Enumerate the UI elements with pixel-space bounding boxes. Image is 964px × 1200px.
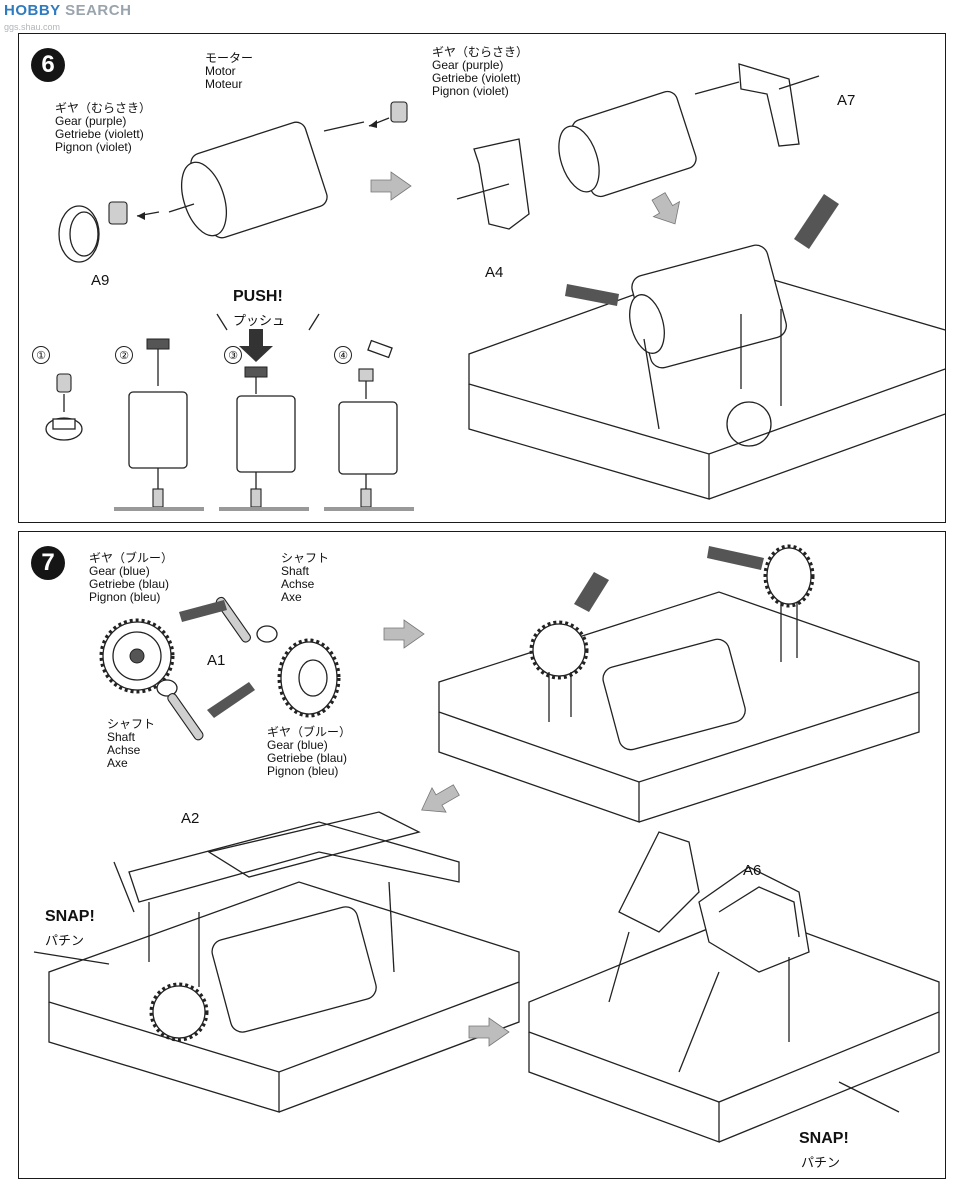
substep-3-number: ③ <box>224 346 242 364</box>
press-arrows-icon <box>179 600 255 718</box>
gear-purple-right-icon <box>368 101 408 128</box>
gear-blue-bottom-icon <box>277 638 341 718</box>
gear-blue-top-label-en: Gear (blue) <box>89 564 150 578</box>
step-6-panel: 6 モーター Motor Moteur ギヤ（むらさき） Gear (purpl… <box>18 33 946 523</box>
shaft-top-label-jp: シャフト <box>281 551 330 565</box>
gear-blue-top-label: ギヤ（ブルー） Gear (blue) Getriebe (blau) Pign… <box>89 552 173 604</box>
step-7-flow-arrow-down-icon <box>421 784 460 813</box>
step-6-badge: 6 <box>31 48 65 82</box>
chassis-with-cover-a6-icon <box>528 831 940 1143</box>
substep-1-number: ① <box>32 346 50 364</box>
substep-3-motor-pressed-icon <box>236 329 296 508</box>
gear-purple-left-icon <box>108 201 160 225</box>
step-7-illustration <box>33 544 940 1143</box>
watermark-logo: HOBBY SEARCH <box>4 2 131 19</box>
shaft-top-label-fr: Axe <box>281 590 302 604</box>
gear-purple-right-label-fr: Pignon (violet) <box>432 84 509 98</box>
snap-right-label-jp: パチン <box>801 1155 841 1170</box>
substep-1-gear-press-icon <box>45 373 83 441</box>
shaft-bottom-label-fr: Axe <box>107 756 128 770</box>
push-indicator-arrows-icon <box>565 194 839 306</box>
shaft-bottom-label-de: Achse <box>107 743 141 757</box>
motor-icon <box>168 121 365 239</box>
gear-blue-bottom-label-en: Gear (blue) <box>267 738 328 752</box>
motor-label-fr: Moteur <box>205 77 243 91</box>
gear-blue-top-label-fr: Pignon (bleu) <box>89 590 161 604</box>
step-6-illustration <box>45 63 945 511</box>
substep-2-motor-icon <box>128 338 188 508</box>
chassis-with-cover-a2-icon <box>48 811 520 1113</box>
part-label-a6: A6 <box>743 862 762 879</box>
spacer-top-icon <box>256 625 278 643</box>
shaft-top-label-en: Shaft <box>281 564 310 578</box>
watermark-brand-a: HOBBY <box>4 2 61 19</box>
motor-label-jp: モーター <box>205 51 254 65</box>
step-7-panel: 7 ギヤ（ブルー） Gear (blue) Getriebe (blau) Pi… <box>18 531 946 1179</box>
gear-blue-bottom-label-jp: ギヤ（ブルー） <box>267 725 352 739</box>
shaft-bottom-label: シャフト Shaft Achse Axe <box>107 718 155 770</box>
gear-blue-top-label-de: Getriebe (blau) <box>89 577 170 591</box>
spacer-bottom-icon <box>156 679 178 697</box>
part-label-a4: A4 <box>485 264 504 281</box>
gear-blue-bottom-label: ギヤ（ブルー） Gear (blue) Getriebe (blau) Pign… <box>267 726 351 778</box>
motor-assembly-icon <box>456 63 820 230</box>
step-7-flow-arrow-right-icon <box>383 619 425 649</box>
shaft-bottom-icon <box>167 693 204 741</box>
gear-purple-right-label-en: Gear (purple) <box>432 58 504 72</box>
shaft-bottom-label-jp: シャフト <box>107 717 156 731</box>
substep-4-number: ④ <box>334 346 352 364</box>
part-label-a7: A7 <box>837 92 856 109</box>
gear-purple-left-label: ギヤ（むらさき） Gear (purple) Getriebe (violett… <box>55 102 151 154</box>
snap-left-label-jp: パチン <box>45 933 85 948</box>
snap-right-label: SNAP! <box>799 1130 849 1147</box>
substep-2-number: ② <box>115 346 133 364</box>
motor-label: モーター Motor Moteur <box>205 52 253 91</box>
push-label: PUSH! <box>233 288 283 305</box>
gear-purple-left-label-de: Getriebe (violett) <box>55 127 144 141</box>
gear-purple-left-label-fr: Pignon (violet) <box>55 140 132 154</box>
gear-insert-arrows-icon <box>574 546 764 612</box>
chassis-with-gears-icon <box>438 544 920 823</box>
watermark-site: ggs.shau.com <box>4 22 61 32</box>
gear-purple-left-label-en: Gear (purple) <box>55 114 127 128</box>
push-label-jp: プッシュ <box>233 313 286 328</box>
step-7-badge: 7 <box>31 546 65 580</box>
part-label-a2: A2 <box>181 810 200 827</box>
part-label-a9: A9 <box>91 272 110 289</box>
gear-blue-top-icon <box>99 618 175 694</box>
shaft-bottom-label-en: Shaft <box>107 730 136 744</box>
chassis-with-motor-icon <box>468 244 945 500</box>
gear-blue-bottom-label-de: Getriebe (blau) <box>267 751 348 765</box>
part-label-a1: A1 <box>207 652 226 669</box>
gear-blue-top-label-jp: ギヤ（ブルー） <box>89 551 174 565</box>
gear-purple-right-label-de: Getriebe (violett) <box>432 71 521 85</box>
shaft-top-label-de: Achse <box>281 577 315 591</box>
cap-a9-icon <box>58 205 100 263</box>
substep-4-motor-icon <box>338 339 398 508</box>
snap-marker-lines-icon <box>33 861 900 1113</box>
snap-left-label: SNAP! <box>45 908 95 925</box>
step-7-flow-arrow-right-2-icon <box>468 1017 510 1047</box>
watermark-brand-b: SEARCH <box>65 2 132 19</box>
shaft-top-label: シャフト Shaft Achse Axe <box>281 552 329 604</box>
motor-label-en: Motor <box>205 64 236 78</box>
gear-blue-bottom-label-fr: Pignon (bleu) <box>267 764 339 778</box>
gear-purple-right-label: ギヤ（むらさき） Gear (purple) Getriebe (violett… <box>432 46 528 98</box>
ground-lines-icon <box>114 313 414 511</box>
down-arrow-icon <box>651 192 681 225</box>
step-6-flow-arrow-icon <box>370 171 412 201</box>
gear-purple-left-label-jp: ギヤ（むらさき） <box>55 101 152 115</box>
gear-purple-right-label-jp: ギヤ（むらさき） <box>432 45 529 59</box>
